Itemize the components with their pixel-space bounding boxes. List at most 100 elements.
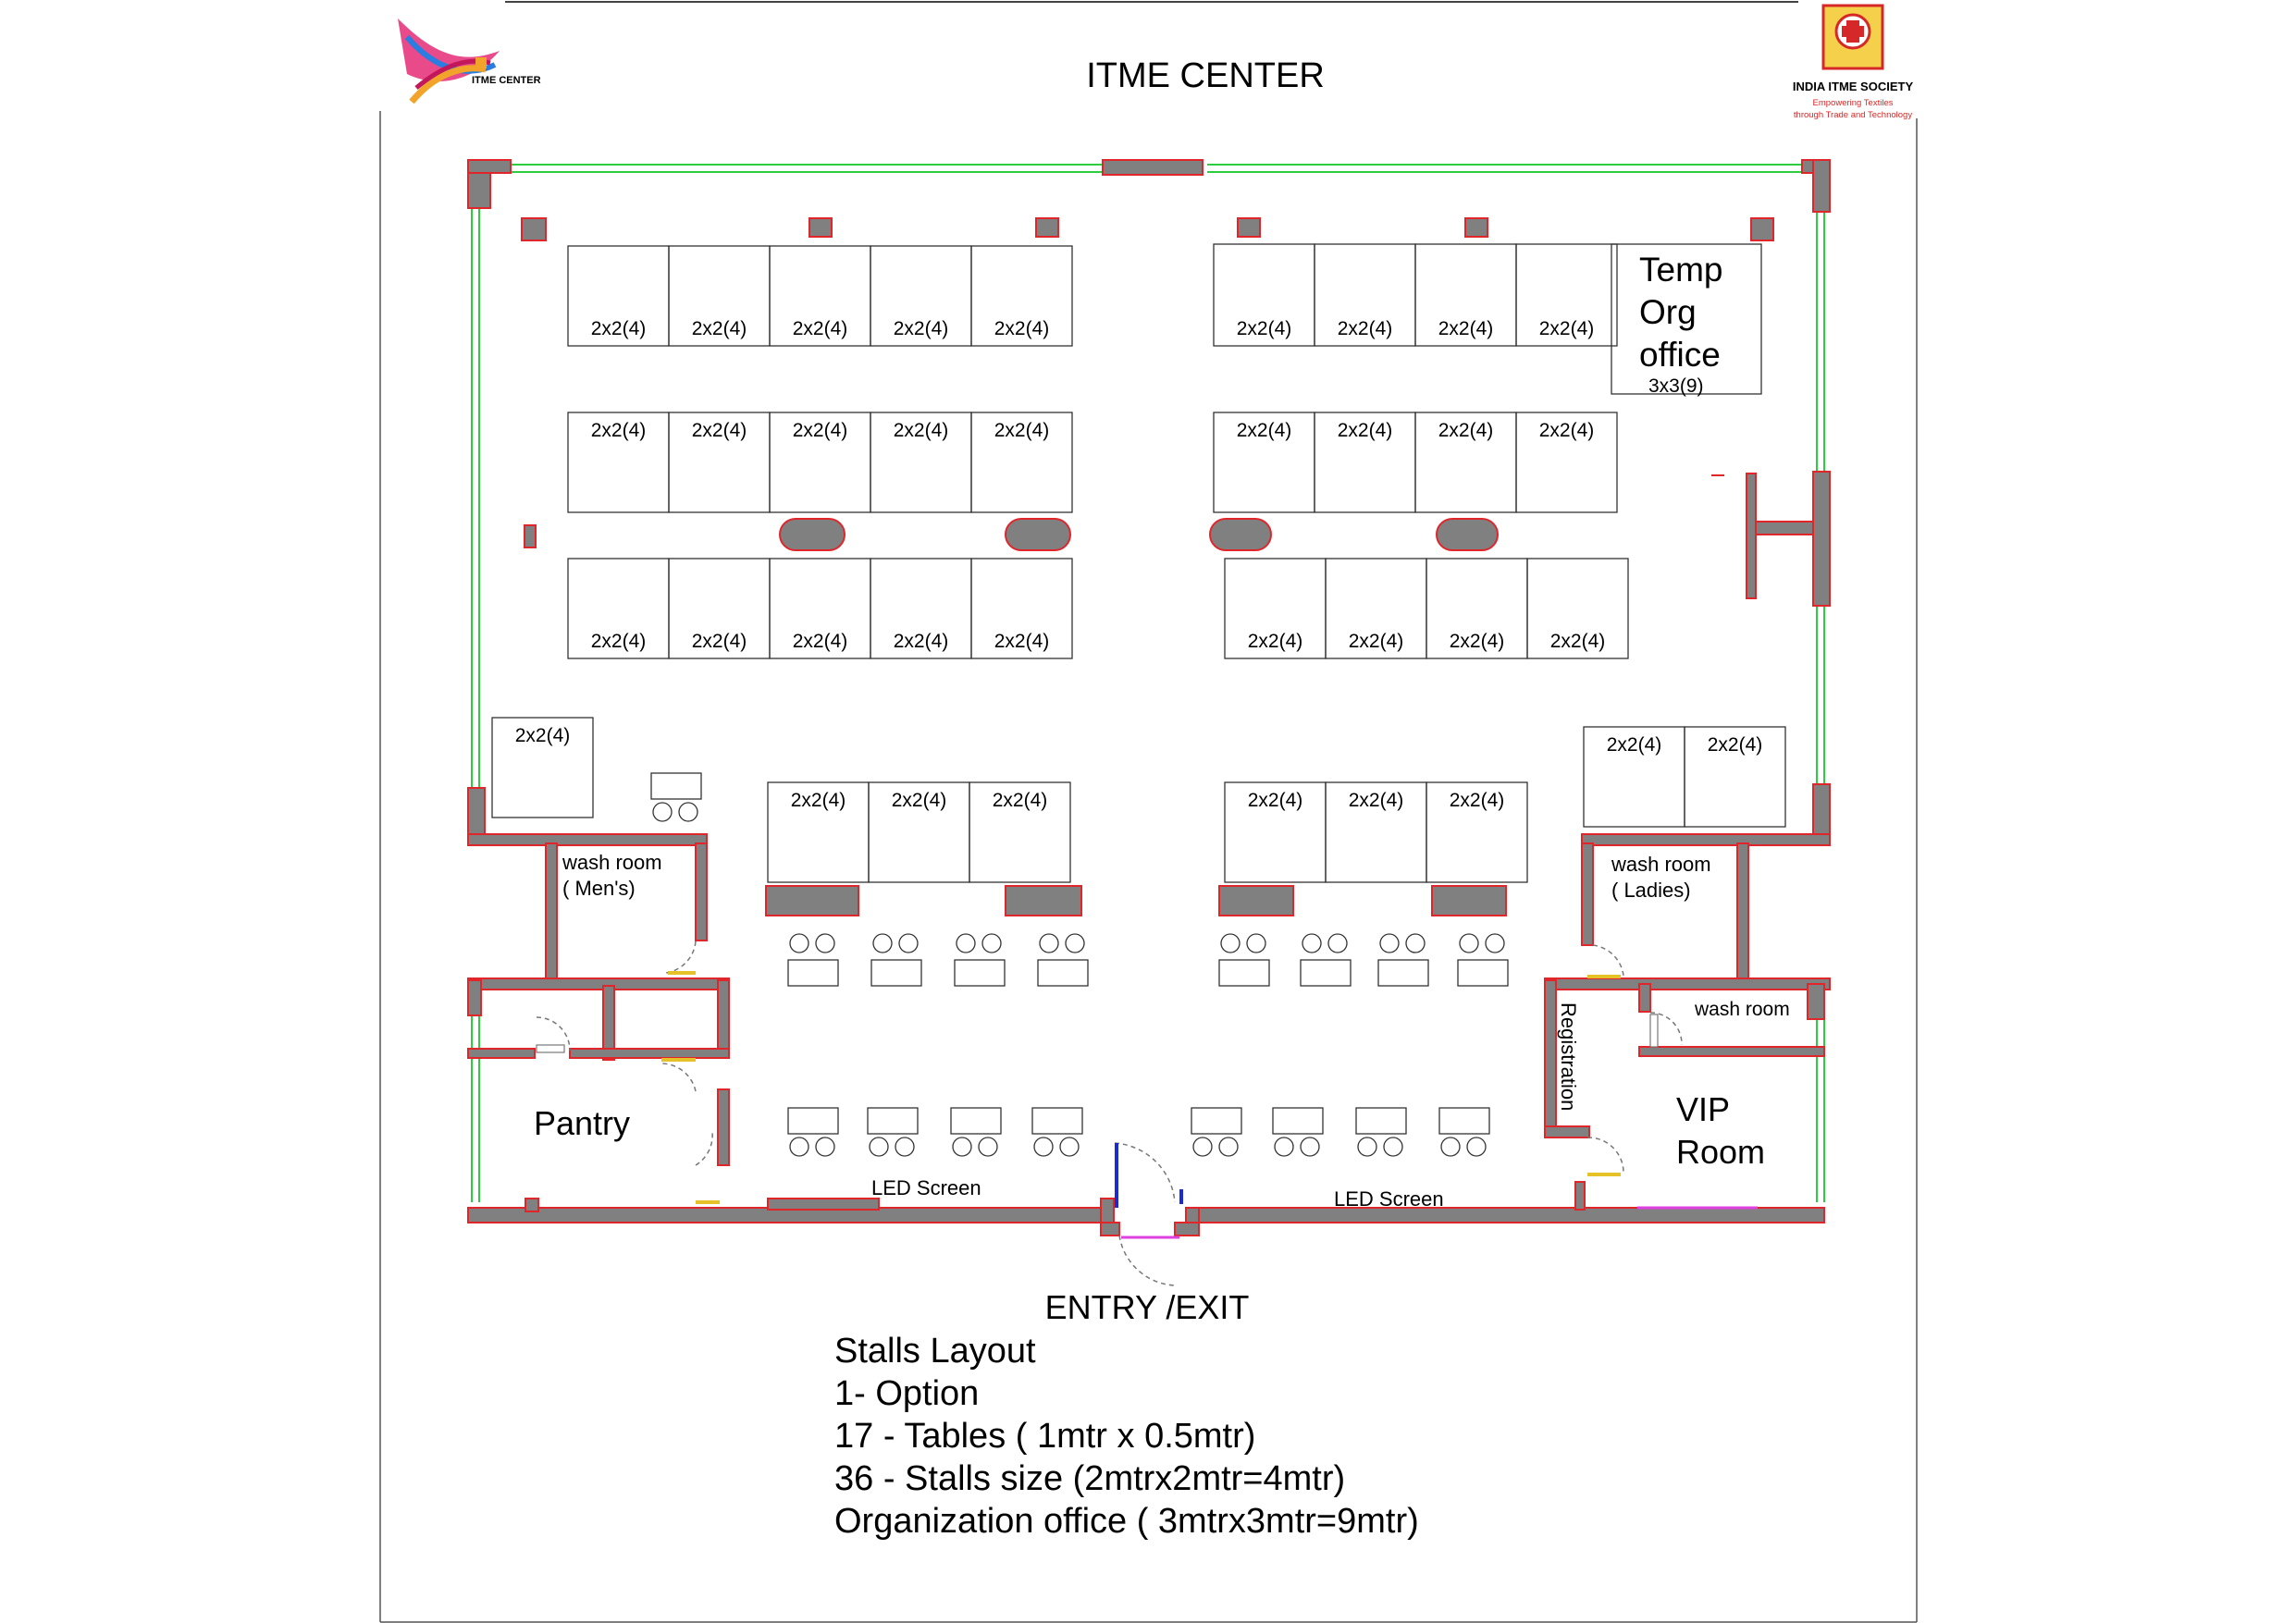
stall-label: 2x2(4) <box>1248 790 1303 811</box>
chair <box>789 1137 809 1157</box>
stall-label: 2x2(4) <box>994 631 1050 652</box>
stall-label: 2x2(4) <box>1338 318 1393 339</box>
chair <box>1440 1137 1461 1157</box>
chair <box>1466 1137 1487 1157</box>
stall-label: 2x2(4) <box>1539 420 1595 441</box>
stall-label: 2x2(4) <box>1237 318 1292 339</box>
pantry-label: Pantry <box>534 1104 630 1142</box>
stall-label: 2x2(4) <box>894 318 949 339</box>
stall-label: 2x2(4) <box>1539 318 1595 339</box>
chair <box>1218 1137 1239 1157</box>
stall-label: 2x2(4) <box>1450 790 1505 811</box>
wash-room-label: wash room <box>1694 999 1790 1020</box>
table <box>1191 1107 1242 1135</box>
page-frame <box>379 1 1918 1623</box>
led-screen-right-label: LED Screen <box>1334 1187 1444 1211</box>
chair <box>815 1137 835 1157</box>
doors <box>536 941 1683 1286</box>
society-name: INDIA ITME SOCIETY <box>1793 80 1914 93</box>
stall-label: 2x2(4) <box>793 631 848 652</box>
legend-office: Organization office ( 3mtrx3mtr=9mtr) <box>834 1502 1419 1541</box>
chair <box>869 1137 889 1157</box>
table <box>1272 1107 1324 1135</box>
chair <box>1274 1137 1294 1157</box>
stall-label: 2x2(4) <box>993 790 1048 811</box>
stall <box>969 781 1071 883</box>
chair <box>678 802 698 822</box>
chair <box>1192 1137 1213 1157</box>
office-size-label: 3x3(9) <box>1648 375 1704 397</box>
chair <box>1039 933 1059 953</box>
stall-label: 2x2(4) <box>791 790 846 811</box>
stall-grid: 2x2(4) 2x2(4) 2x2(4) 2x2(4) 2x2(4) 2x2(4) 2x2(… <box>491 243 1786 883</box>
door-leaves <box>536 971 1758 1239</box>
chair <box>1327 933 1348 953</box>
temp-org-office: Temp Org office 3x3(9) <box>1611 243 1762 397</box>
table <box>1377 959 1429 987</box>
stall-label: 2x2(4) <box>515 725 571 746</box>
wash-room-ladies-label: wash room <box>1611 853 1711 876</box>
chair <box>1220 933 1241 953</box>
registration-label: Registration <box>1557 1002 1580 1111</box>
legend-tables: 17 - Tables ( 1mtr x 0.5mtr) <box>834 1417 1256 1456</box>
chair <box>1300 1137 1320 1157</box>
stall-label: 2x2(4) <box>591 631 647 652</box>
stall-label: 2x2(4) <box>1708 734 1763 756</box>
stall-label: 2x2(4) <box>1607 734 1662 756</box>
table <box>787 959 839 987</box>
chair <box>1459 933 1479 953</box>
chair <box>1065 933 1085 953</box>
chair <box>895 1137 915 1157</box>
stall <box>491 717 594 818</box>
tables-and-chairs <box>650 772 1509 1157</box>
stall-label: 2x2(4) <box>1550 631 1606 652</box>
india-itme-society-logo: INDIA ITME SOCIETY Empowering Textiles t… <box>1793 4 1914 120</box>
stall-label: 2x2(4) <box>692 318 747 339</box>
wash-room-ladies-sublabel: ( Ladies) <box>1611 879 1691 902</box>
chair <box>1033 1137 1054 1157</box>
chair <box>1302 933 1322 953</box>
chair <box>981 933 1002 953</box>
stall-label: 2x2(4) <box>894 420 949 441</box>
vip-room-label-2: Room <box>1676 1133 1765 1171</box>
table <box>650 772 702 800</box>
stall-label: 2x2(4) <box>692 631 747 652</box>
table <box>950 1107 1002 1135</box>
stall <box>970 558 1073 659</box>
legend: Stalls Layout 1- Option 17 - Tables ( 1m… <box>834 1330 1419 1543</box>
stall-label: 2x2(4) <box>994 420 1050 441</box>
chair <box>956 933 976 953</box>
office-label-1: Temp <box>1639 251 1722 289</box>
legend-stalls: 36 - Stalls size (2mtrx2mtr=4mtr) <box>834 1459 1346 1498</box>
stall-label: 2x2(4) <box>1248 631 1303 652</box>
stall-label: 2x2(4) <box>1438 420 1494 441</box>
wash-room-men-label: wash room <box>562 851 662 874</box>
stall-label: 2x2(4) <box>1338 420 1393 441</box>
chair <box>1485 933 1505 953</box>
table <box>1300 959 1352 987</box>
chair <box>952 1137 972 1157</box>
itme-center-logo: ITME CENTER <box>398 18 541 105</box>
chair <box>1357 1137 1377 1157</box>
stall-label: 2x2(4) <box>1237 420 1292 441</box>
itme-logo-text: ITME CENTER <box>472 75 541 86</box>
vip-room-label-1: VIP <box>1676 1090 1730 1128</box>
chair <box>1405 933 1426 953</box>
stall-label: 2x2(4) <box>793 318 848 339</box>
table <box>1355 1107 1407 1135</box>
stall-label: 2x2(4) <box>1349 631 1404 652</box>
stall-label: 2x2(4) <box>894 631 949 652</box>
chair <box>1246 933 1266 953</box>
stall <box>970 412 1073 513</box>
table <box>1457 959 1509 987</box>
legend-option: 1- Option <box>834 1374 980 1413</box>
stall <box>970 245 1073 347</box>
stall <box>1684 726 1786 828</box>
chair <box>1379 933 1400 953</box>
chair <box>815 933 835 953</box>
chair <box>652 802 673 822</box>
wash-room-men-sublabel: ( Men's) <box>562 877 636 900</box>
table <box>870 959 922 987</box>
table <box>1037 959 1089 987</box>
table <box>867 1107 919 1135</box>
